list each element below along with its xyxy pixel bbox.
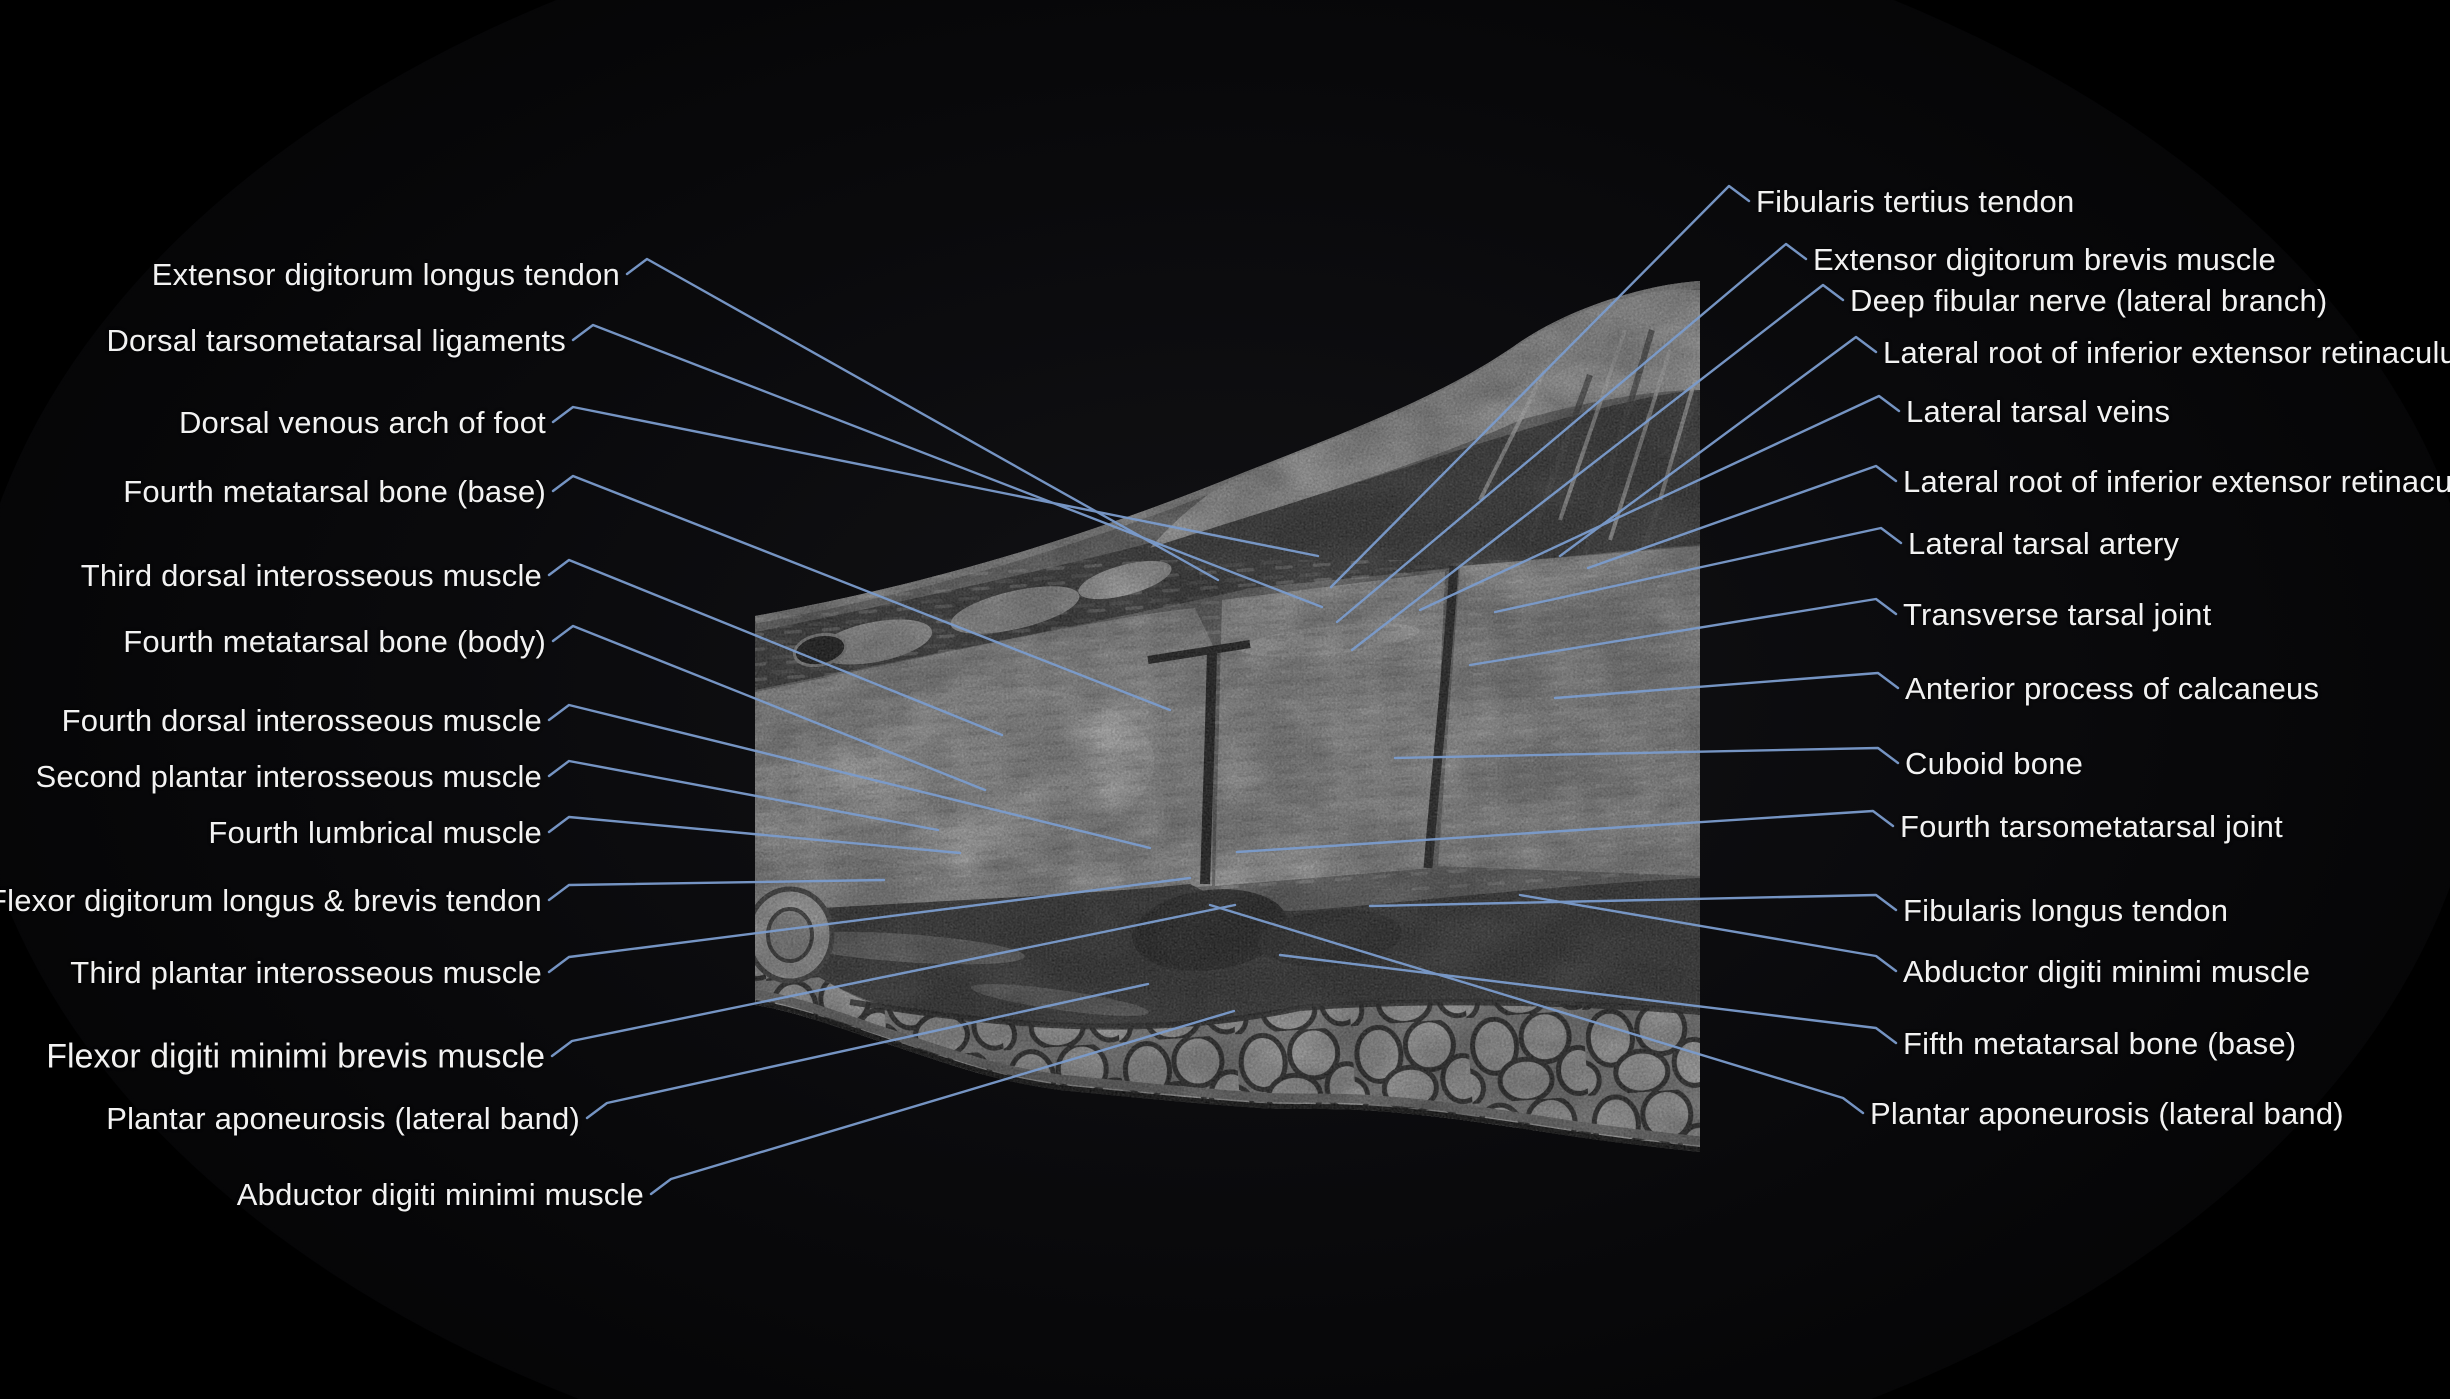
leader-line-left-3 [551,474,1172,712]
leader-line-right-8 [1553,671,1900,700]
leader-line-left-2 [551,405,1320,558]
leader-line-right-5 [1586,464,1898,570]
leader-line-left-13 [649,1009,1236,1196]
leader-line-left-5 [551,624,987,792]
leader-line-right-12 [1518,893,1898,973]
leader-line-right-14 [1208,903,1865,1115]
leader-line-left-4 [547,558,1004,737]
leader-line-right-7 [1468,597,1898,667]
leader-line-left-7 [547,759,940,832]
leader-line-right-13 [1278,953,1898,1045]
leader-line-left-12 [585,982,1150,1120]
leader-line-right-4 [1418,394,1901,612]
leader-line-left-1 [571,323,1324,609]
leader-line-right-11 [1368,893,1898,912]
leader-line-right-3 [1558,335,1878,558]
leader-line-right-1 [1335,242,1808,624]
leader-line-left-8 [547,815,962,855]
leader-lines [547,184,1903,1196]
leader-line-left-11 [550,903,1237,1058]
leader-line-right-10 [1235,809,1895,854]
leader-line-left-0 [625,257,1220,582]
leader-line-right-0 [1329,184,1751,589]
leader-line-left-10 [547,876,1192,974]
leader-line-left-6 [547,703,1152,850]
leader-line-left-9 [547,878,886,902]
leader-line-right-9 [1393,746,1900,765]
leader-line-right-2 [1350,283,1845,652]
leader-line-right-6 [1493,526,1903,614]
